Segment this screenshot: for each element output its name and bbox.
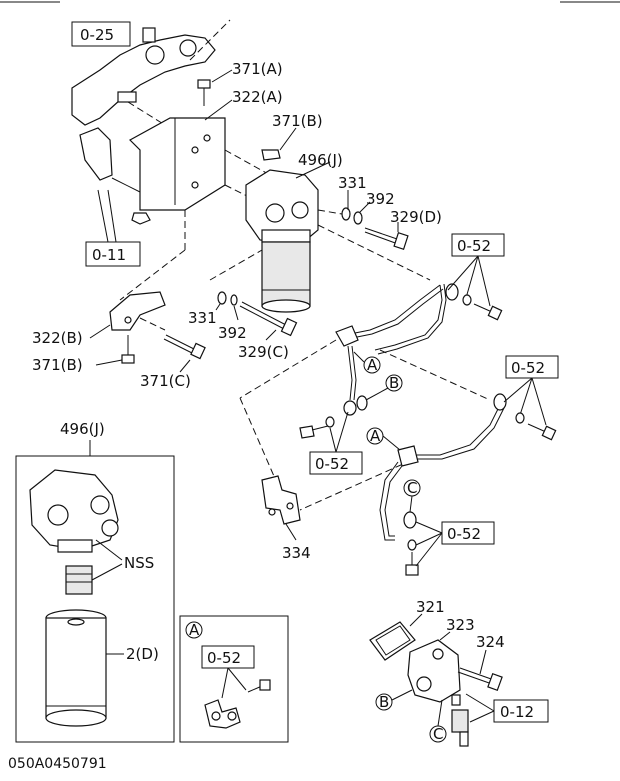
clamp-334: [261, 475, 301, 525]
washer-331-top: [341, 207, 351, 221]
bolt-pipe-c: [299, 416, 335, 439]
ref-0-52-d: 0-52: [447, 525, 481, 543]
callout-b-fitting: [375, 693, 393, 711]
detail-a-callout-text: A: [189, 621, 200, 639]
nipple-nss: [65, 565, 93, 595]
label-371c: 371(C): [140, 372, 191, 390]
filter-assembly-496j: [245, 169, 319, 313]
bracket-322a: [129, 117, 226, 211]
label-321: 321: [416, 598, 445, 616]
washer-331-bottom: [217, 291, 227, 305]
figure-code: 050A0450791: [8, 756, 107, 772]
fuel-pipe-upper: [335, 283, 459, 416]
ref-0-52-b: 0-52: [511, 359, 545, 377]
label-496j: 496(J): [298, 151, 343, 169]
ref-0-52-c: 0-52: [315, 455, 349, 473]
ref-0-52-e: 0-52: [207, 649, 241, 667]
label-331-bottom: 331: [188, 309, 217, 327]
bolt: [131, 212, 151, 225]
bracket-322b: [109, 291, 166, 331]
ref-0-25: 0-25: [80, 26, 114, 44]
label-331-top: 331: [338, 174, 367, 192]
callout-b-text: B: [389, 374, 399, 392]
label-371b-bottom: 371(B): [32, 356, 83, 374]
bolt-371c: [163, 334, 206, 360]
bolt-pipe-b: [527, 423, 557, 441]
callout-c-fitting-text: C: [433, 725, 443, 743]
ref-0-11: 0-11: [92, 246, 126, 264]
label-371b-top: 371(B): [272, 112, 323, 130]
label-322b: 322(B): [32, 329, 83, 347]
callout-c-text: C: [407, 479, 417, 497]
bracket-arm: [79, 127, 113, 181]
label-334: 334: [282, 544, 311, 562]
bolt-371a: [197, 79, 211, 106]
bolt-324: [457, 667, 503, 692]
label-329d: 329(D): [390, 208, 442, 226]
label-329c: 329(C): [238, 343, 289, 361]
washer-392-top: [353, 211, 363, 225]
detail-a-callout: [185, 621, 203, 639]
exhaust-manifold: [71, 27, 216, 126]
washer-392-bottom: [230, 294, 238, 306]
label-nss: NSS: [124, 554, 154, 572]
ref-box-0-25[interactable]: [71, 21, 131, 47]
fitting-323: [407, 639, 461, 703]
ref-0-52-a: 0-52: [457, 237, 491, 255]
callout-a-text: A: [367, 356, 378, 374]
label-496j-detail: 496(J): [60, 420, 105, 438]
label-371a: 371(A): [232, 60, 283, 78]
label-322a: 322(A): [232, 88, 283, 106]
bolt-371b-top: [261, 149, 281, 161]
fuel-pipe-lower: [379, 393, 507, 541]
callout-b-pipe: [385, 374, 403, 392]
bolt-371b-bottom: [121, 335, 135, 364]
callout-a-lower-text: A: [370, 427, 381, 445]
pipe-clip-detail: [204, 699, 241, 729]
bolt-329d: [364, 227, 409, 250]
label-392-bottom: 392: [218, 324, 247, 342]
label-324: 324: [476, 633, 505, 651]
ref-0-12: 0-12: [500, 703, 534, 721]
ref-box-0-11[interactable]: [85, 241, 141, 267]
filter-head-detail: [29, 469, 119, 553]
label-323: 323: [446, 616, 475, 634]
label-2d: 2(D): [126, 645, 159, 663]
bolt-detail-a: [247, 679, 271, 693]
filter-2d: [45, 609, 107, 727]
bolt-pipe-a: [473, 303, 503, 321]
gasket-321: [369, 621, 416, 661]
callout-b-fitting-text: B: [379, 693, 389, 711]
bolt-329c: [239, 301, 298, 337]
label-392-top: 392: [366, 190, 395, 208]
sensor: [451, 694, 469, 747]
callout-a-pipe: [363, 356, 381, 374]
